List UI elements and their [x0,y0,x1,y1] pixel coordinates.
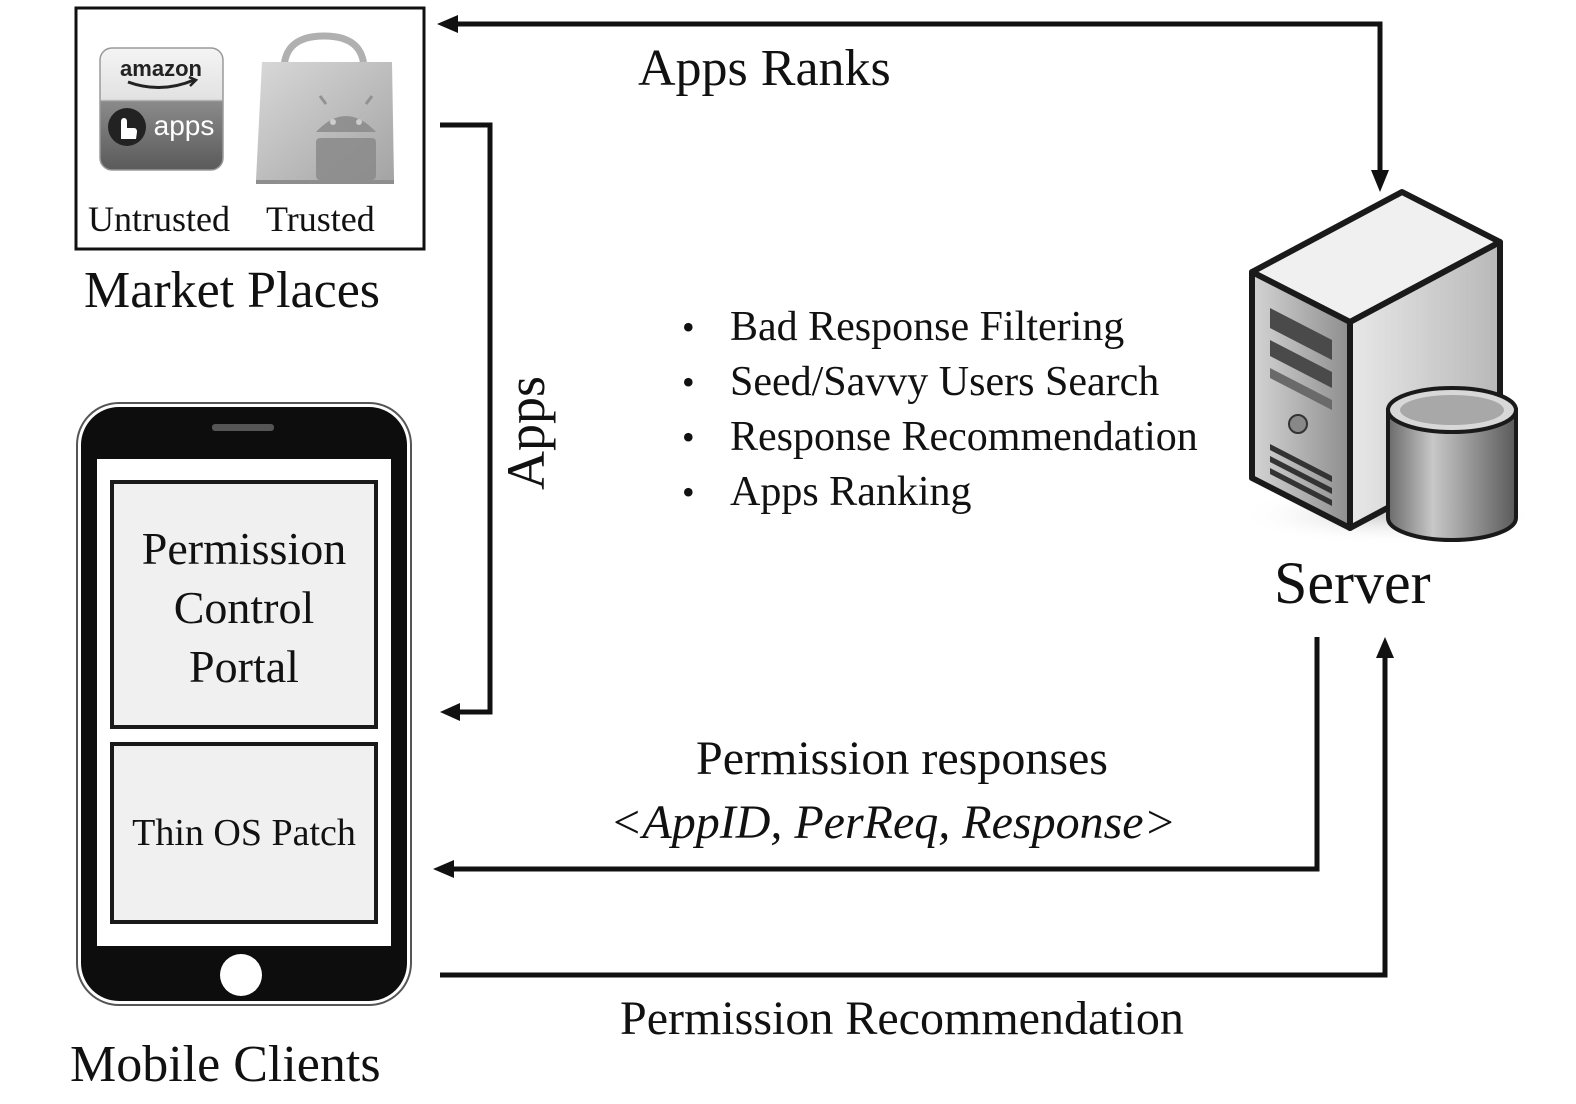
permission-recommendation-label: Permission Recommendation [620,992,1184,1045]
permission-responses-arrowhead [433,860,454,878]
mobile-phone-icon [76,402,412,1006]
server-icon [1238,189,1538,545]
permission-responses-format: <AppID, PerReq, Response> [610,796,1176,849]
permission-control-portal-box [110,480,378,729]
feature-item: Response Recommendation [680,410,1198,465]
server-title: Server [1274,550,1431,616]
server-features-list: Bad Response Filtering Seed/Savvy Users … [680,300,1198,520]
feature-item: Apps Ranking [680,465,1198,520]
feature-item: Bad Response Filtering [680,300,1198,355]
feature-item: Seed/Savvy Users Search [680,355,1198,410]
apps-ranks-arrow [454,21,1383,180]
untrusted-label: Untrusted [88,199,230,239]
amazon-logo-text: amazon [120,56,202,81]
market-places-title: Market Places [84,262,381,319]
thin-os-patch-box [110,742,378,924]
apps-arrow [440,122,493,715]
permission-recommendation-arrowhead [1376,637,1394,658]
amazon-apps-text: apps [154,110,215,141]
apps-ranks-label: Apps Ranks [638,40,891,97]
apps-label: Apps [496,375,557,491]
amazon-appstore-icon: amazon apps [99,47,224,171]
apps-ranks-arrowhead-left [437,15,458,33]
thin-os-patch-label: Thin OS Patch [132,812,356,854]
apps-ranks-arrowhead-down [1371,170,1389,192]
portal-label-line-3: Portal [189,641,299,692]
apps-arrowhead [440,703,460,721]
permission-recommendation-arrow [440,654,1388,978]
portal-label-line-1: Permission [141,523,347,574]
permission-responses-label: Permission responses [696,732,1108,785]
portal-label-line-2: Control [173,582,315,633]
android-market-bag-icon [256,32,394,184]
trusted-label: Trusted [266,199,375,239]
mobile-clients-title: Mobile Clients [70,1036,381,1093]
permission-responses-arrow [452,637,1320,872]
